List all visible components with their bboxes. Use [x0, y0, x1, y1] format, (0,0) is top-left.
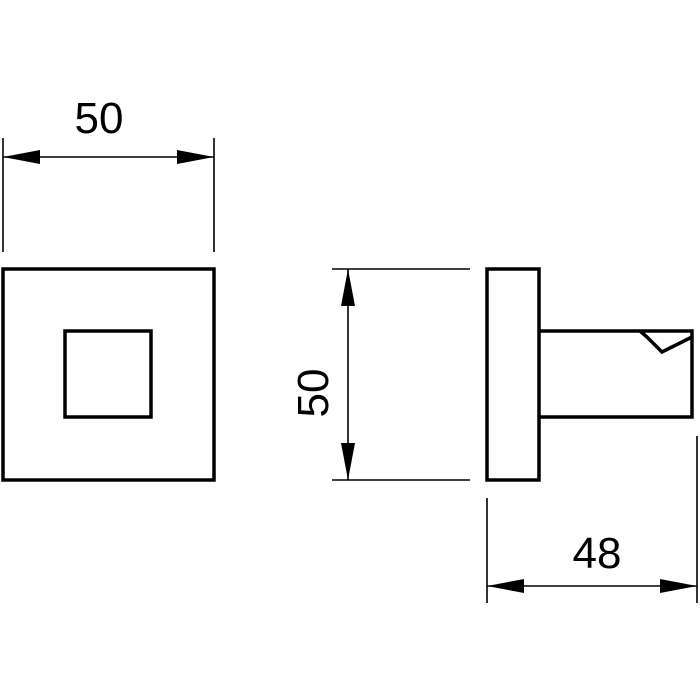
- arrowhead-depth-left: [487, 579, 524, 593]
- depth-label: 48: [573, 529, 622, 578]
- arrowhead-depth-right: [660, 579, 697, 593]
- front-inner-square: [63, 329, 153, 419]
- arrowhead-left: [3, 150, 40, 164]
- depth-dimension: 48: [486, 436, 698, 603]
- arrowhead-top: [341, 269, 355, 306]
- front-width-dimension: 50: [2, 94, 215, 252]
- front-outer-plate: [1, 267, 216, 482]
- hook-profile: [539, 329, 694, 419]
- arrowhead-right: [177, 150, 214, 164]
- side-height-dimension: 50: [289, 268, 470, 481]
- front-width-label: 50: [75, 94, 124, 143]
- front-view: [1, 267, 216, 482]
- side-height-label: 50: [289, 369, 338, 418]
- side-view: [485, 267, 694, 482]
- arrowhead-bottom: [341, 443, 355, 480]
- side-plate: [485, 267, 541, 482]
